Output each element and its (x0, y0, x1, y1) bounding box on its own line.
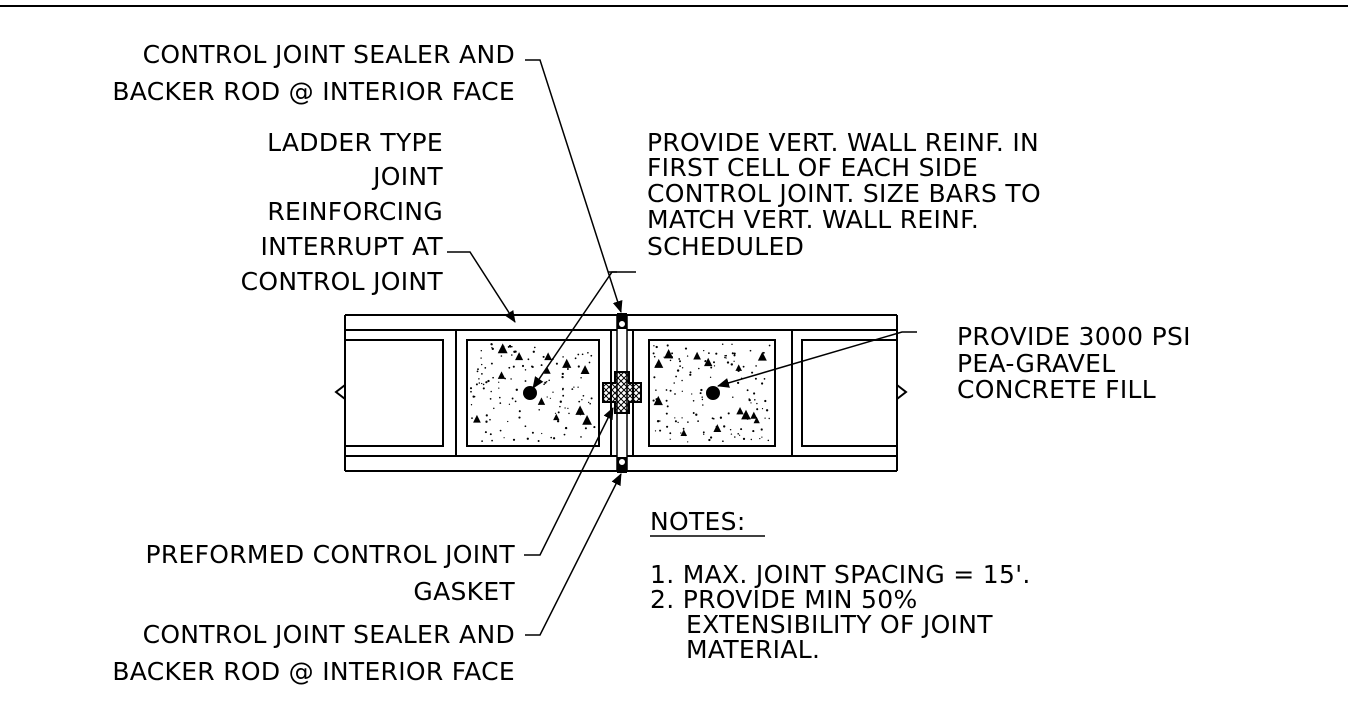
vert-line-3: CONTROL JOINT. SIZE BARS TO (647, 179, 1041, 208)
ladder-line-1: LADDER TYPE (267, 128, 443, 157)
callout-ladder-reinforcing: LADDER TYPE JOINT REINFORCING INTERRUPT … (241, 128, 444, 296)
sealer-bottom-line-1: CONTROL JOINT SEALER AND (143, 620, 515, 649)
backer-rod-top (618, 320, 626, 328)
notes-heading: NOTES: (650, 507, 746, 536)
rebar-right (706, 386, 720, 400)
vert-line-1: PROVIDE VERT. WALL REINF. IN (647, 128, 1039, 157)
callout-sealer-bottom: CONTROL JOINT SEALER AND BACKER ROD @ IN… (112, 620, 515, 686)
note-1: 1. MAX. JOINT SPACING = 15'. (650, 560, 1031, 589)
ladder-line-4: INTERRUPT AT (260, 232, 443, 261)
leader-sealer-top (525, 59, 623, 313)
leader-sealer-bottom (525, 473, 622, 636)
sealer-top-line-1: CONTROL JOINT SEALER AND (143, 40, 515, 69)
fill-line-3: CONCRETE FILL (957, 375, 1156, 404)
ladder-line-3: REINFORCING (267, 197, 443, 226)
fill-line-2: PEA-GRAVEL (957, 349, 1115, 378)
preformed-gasket (602, 371, 642, 414)
callout-vert-reinforcing: PROVIDE VERT. WALL REINF. IN FIRST CELL … (647, 128, 1041, 261)
fill-line-1: PROVIDE 3000 PSI (957, 322, 1191, 351)
note-2-cont-1: EXTENSIBILITY OF JOINT (686, 610, 993, 639)
callout-sealer-top: CONTROL JOINT SEALER AND BACKER ROD @ IN… (112, 40, 515, 106)
leader-lines (447, 59, 917, 636)
vert-line-2: FIRST CELL OF EACH SIDE (647, 153, 978, 182)
callout-concrete-fill: PROVIDE 3000 PSI PEA-GRAVEL CONCRETE FIL… (957, 322, 1191, 404)
vert-line-5: SCHEDULED (647, 232, 804, 261)
grouted-cell-left (466, 339, 600, 447)
break-line-left (334, 315, 346, 471)
leader-gasket (524, 407, 614, 556)
ladder-line-5: CONTROL JOINT (241, 267, 444, 296)
vert-line-4: MATCH VERT. WALL REINF. (647, 205, 979, 234)
leader-fill (717, 331, 917, 388)
rebar-left (523, 386, 537, 400)
hollow-cell-right (801, 339, 898, 447)
leader-ladder (447, 251, 516, 323)
callout-gasket: PREFORMED CONTROL JOINT GASKET (145, 540, 515, 606)
gasket-line-1: PREFORMED CONTROL JOINT (145, 540, 515, 569)
notes-block: NOTES: 1. MAX. JOINT SPACING = 15'. 2. P… (650, 507, 1031, 664)
wall-plan-section (334, 313, 908, 473)
note-2: 2. PROVIDE MIN 50% (650, 585, 918, 614)
break-line-right (896, 315, 908, 471)
backer-rod-bottom (618, 458, 626, 466)
sealer-bottom-line-2: BACKER ROD @ INTERIOR FACE (112, 657, 515, 686)
grouted-cell-right (648, 339, 776, 447)
ladder-line-2: JOINT (371, 162, 443, 191)
note-2-cont-2: MATERIAL. (686, 635, 820, 664)
hollow-cell-left (344, 339, 444, 447)
sealer-top-line-2: BACKER ROD @ INTERIOR FACE (112, 77, 515, 106)
gasket-line-2: GASKET (413, 577, 515, 606)
